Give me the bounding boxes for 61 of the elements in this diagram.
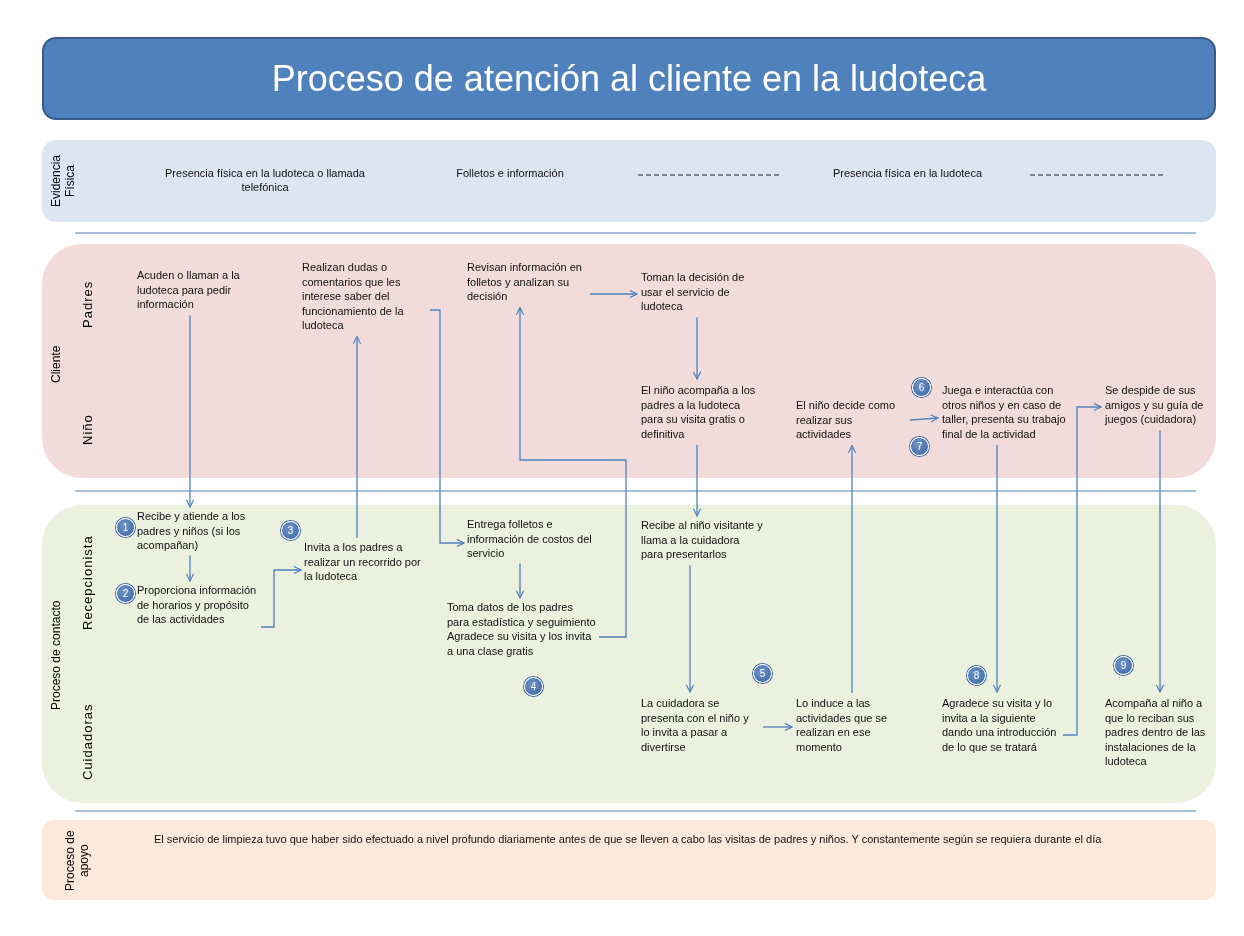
arrow (185, 314, 195, 508)
step-text: Recibe al niño visitante y llama a la cuidadora para presentarlos (641, 518, 763, 562)
title-banner: Proceso de atención al cliente en la ludoteca (42, 37, 1216, 120)
sublane-title: Padres (80, 279, 95, 328)
step-text: Realizan dudas o comentarios que les interese saber del funcionamiento de la ludoteca (302, 260, 427, 333)
step-text: Invita a los padres a realizar un recorrido por la ludoteca (304, 540, 422, 584)
arrow (352, 335, 362, 539)
step-text: El niño acompaña a los padres a la ludoteca para su visita gratis o definitiva (641, 383, 759, 442)
arrow (847, 444, 857, 694)
note-text: El servicio de limpieza tuvo que haber sido efectuado a nivel profundo diariamente antes de que se lleven a cabo las visitas de padres y niños. Y constantemente según se requiera durante el día (154, 832, 1103, 847)
arrow (1062, 402, 1102, 736)
evidence-text: Presencia física en la ludoteca (831, 166, 984, 181)
sublane-title: Cuidadoras (80, 702, 95, 780)
step-text: Toma datos de los padres para estadística y seguimiento Agradece su visita y los invita a una clase gratis (447, 600, 597, 659)
step-number: 8 (967, 666, 986, 685)
step-text: Recibe y atiende a los padres y niños (si los acompañan) (137, 509, 265, 553)
step-text: El niño decide como realizar sus actividades (796, 398, 908, 442)
evidence-text: Folletos e información (455, 166, 565, 181)
lane-title: Proceso de apoyo (64, 829, 92, 894)
step-text: Agradece su visita y lo invita a la siguiente dando una introducción de lo que se tratará (942, 696, 1060, 755)
step-text: Lo induce a las actividades que se realizan en ese momento (796, 696, 914, 755)
lane-title: Proceso de contacto (50, 599, 64, 712)
arrow (515, 562, 525, 599)
arrow (992, 444, 1002, 693)
lane-title: Cliente (50, 344, 64, 385)
step-number: 9 (1114, 656, 1133, 675)
step-text: Toman la decisión de usar el servicio de ludoteca (641, 270, 759, 314)
arrow (589, 289, 638, 299)
sublane-title: Niño (80, 413, 95, 445)
arrow (515, 306, 627, 638)
step-text: Proporciona información de horarios y propósito de las actividades (137, 583, 259, 627)
sublane-title: Recepcionista (80, 534, 95, 630)
arrow (185, 554, 195, 582)
step-number: 5 (753, 664, 772, 683)
step-number: 2 (116, 584, 135, 603)
arrow (762, 722, 793, 732)
arrow (685, 564, 695, 693)
arrow (260, 565, 302, 628)
step-text: Juega e interactúa con otros niños y en caso de taller, presenta su trabajo final de la actividad (942, 383, 1070, 442)
lane-title: Evidencia Física (50, 154, 78, 209)
swimlane-band (42, 140, 1216, 222)
step-number: 3 (281, 521, 300, 540)
arrow (909, 414, 939, 423)
step-number: 7 (910, 437, 929, 456)
step-text: Revisan información en folletos y analizan su decisión (467, 260, 587, 304)
step-text: Acuden o llaman a la ludoteca para pedir información (137, 268, 267, 312)
step-number: 4 (524, 677, 543, 696)
arrow (1155, 429, 1165, 693)
step-text: Entrega folletos e información de costos del servicio (467, 517, 595, 561)
swimlane-band (42, 244, 1216, 478)
evidence-text: Presencia física en la ludoteca o llamada telefónica (164, 166, 366, 195)
arrow (692, 316, 702, 380)
swimlane-band (42, 820, 1216, 900)
arrow (692, 444, 702, 517)
swimlane-band (42, 505, 1216, 803)
step-number: 1 (116, 518, 135, 537)
step-text: Acompaña al niño a que lo reciban sus padres dentro de las instalaciones de la ludoteca (1105, 696, 1220, 769)
arrow (429, 309, 465, 548)
step-text: La cuidadora se presenta con el niño y lo invita a pasar a divertirse (641, 696, 759, 755)
step-number: 6 (912, 378, 931, 397)
step-text: Se despide de sus amigos y su guía de juegos (cuidadora) (1105, 383, 1217, 427)
